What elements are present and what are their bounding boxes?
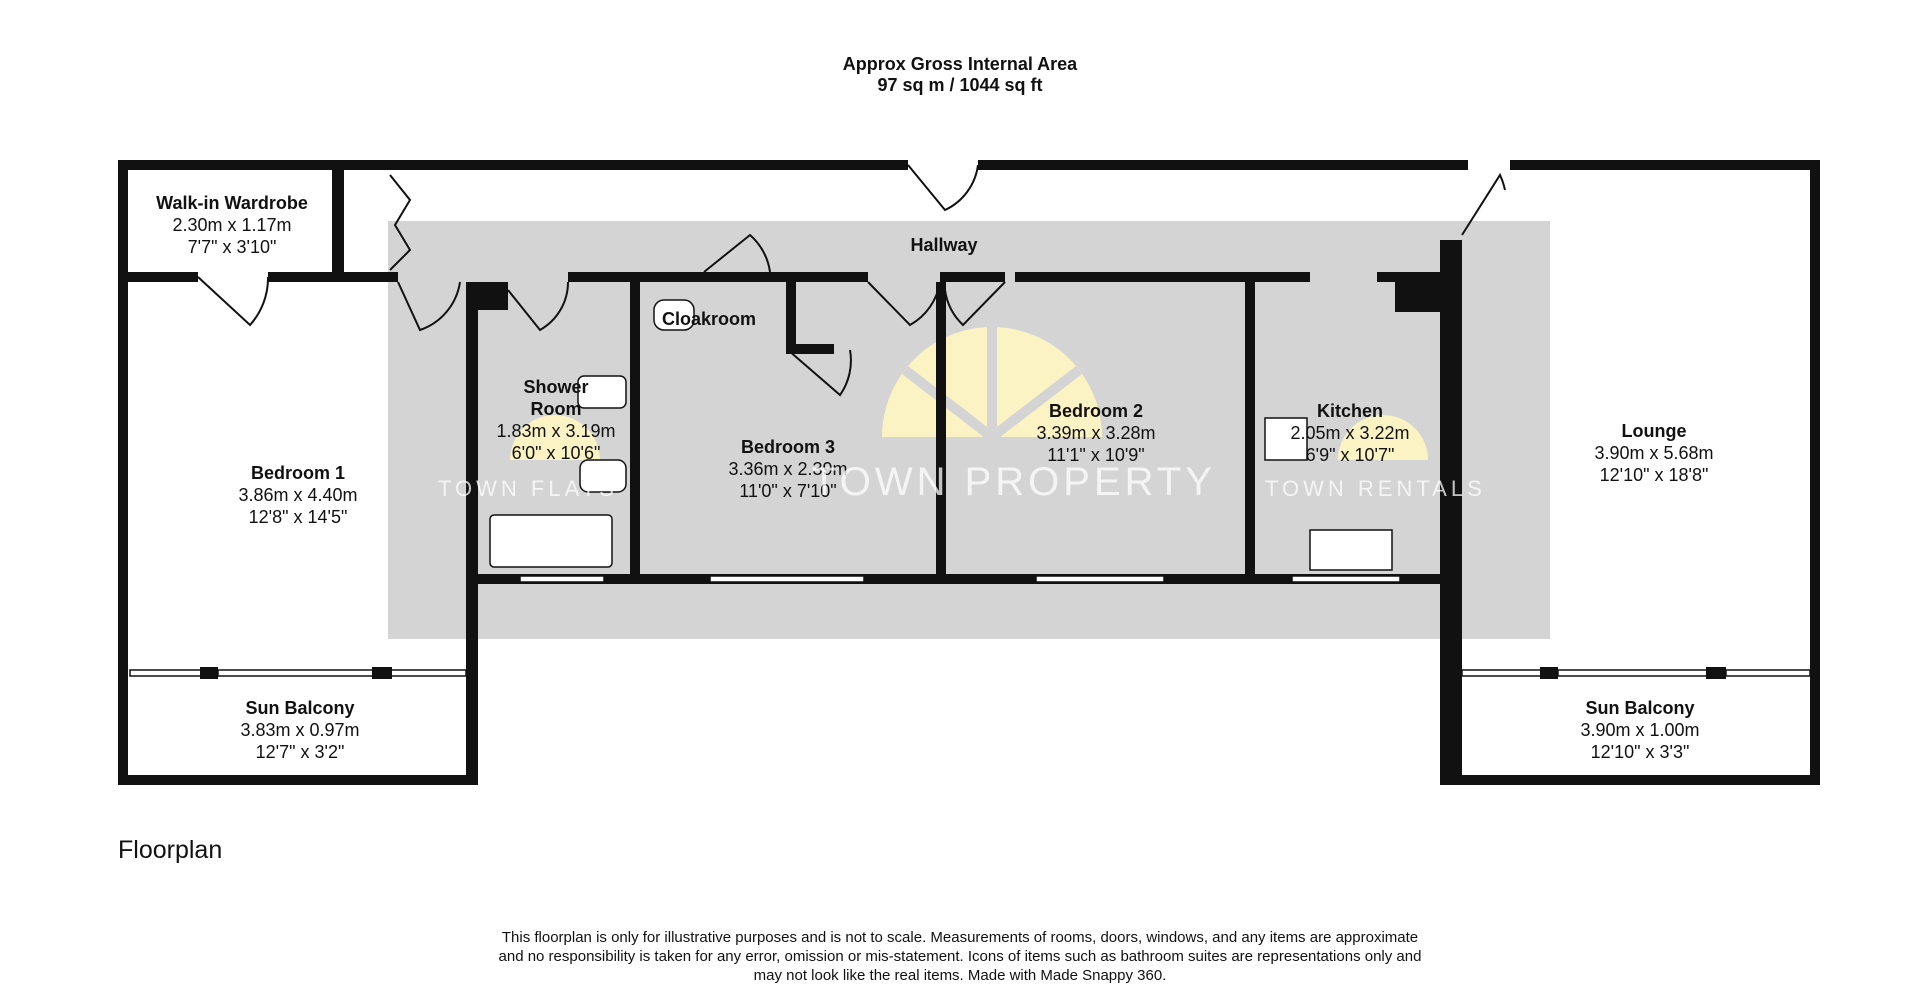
room-metric: 2.05m x 3.22m — [1290, 423, 1410, 443]
room-name: Bedroom 1 — [250, 463, 346, 483]
logo-rays — [901, 327, 1083, 441]
room-name: Cloakroom — [661, 309, 757, 329]
watermark-center: TOWN PROPERTY — [812, 460, 1216, 504]
area-value: 97 sq m / 1044 sq ft — [877, 75, 1043, 95]
disclaimer-line: and no responsibility is taken for any e… — [498, 948, 1422, 965]
room-name: Hallway — [910, 235, 978, 255]
room-sun-balcony-right: Sun Balcony 3.90m x 1.00m 12'10" x 3'3" — [1580, 697, 1699, 763]
disclaimer: This floorplan is only for illustrative … — [0, 928, 1920, 985]
room-metric: 3.90m x 1.00m — [1580, 720, 1700, 740]
room-hallway: Hallway — [910, 234, 977, 256]
room-imperial: 11'0" x 7'10" — [739, 481, 837, 501]
room-bedroom-1: Bedroom 1 3.86m x 4.40m 12'8" x 14'5" — [238, 462, 357, 528]
room-metric: 3.36m x 2.39m — [728, 459, 848, 479]
room-name: Kitchen — [1316, 401, 1383, 421]
room-imperial: 11'1" x 10'9" — [1047, 445, 1145, 465]
room-bedroom-2: Bedroom 2 3.39m x 3.28m 11'1" x 10'9" — [1036, 400, 1155, 466]
room-name: Bedroom 2 — [1048, 401, 1144, 421]
floorplan-caption: Floorplan — [118, 836, 223, 864]
room-shower-room: Shower Room — [496, 376, 616, 420]
room-name: Bedroom 3 — [740, 437, 836, 457]
room-name: Sun Balcony — [245, 698, 355, 718]
room-imperial: 7'7" x 3'10" — [187, 237, 277, 257]
room-cloakroom: Cloakroom — [662, 308, 756, 330]
room-sun-balcony-left: Sun Balcony 3.83m x 0.97m 12'7" x 3'2" — [240, 697, 359, 763]
room-metric: 3.39m x 3.28m — [1036, 423, 1156, 443]
watermark-right: TOWN RENTALS — [1265, 476, 1486, 501]
room-imperial: 12'8" x 14'5" — [248, 507, 348, 527]
room-imperial: 12'7" x 3'2" — [255, 742, 345, 762]
doors — [197, 164, 1506, 397]
room-kitchen: Kitchen 2.05m x 3.22m 6'9" x 10'7" — [1290, 400, 1409, 466]
room-lounge: Lounge 3.90m x 5.68m 12'10" x 18'8" — [1594, 420, 1713, 486]
room-name: Lounge — [1621, 421, 1687, 441]
room-imperial: 6'9" x 10'7" — [1305, 445, 1395, 465]
room-name: Shower Room — [523, 377, 589, 419]
fixtures — [489, 299, 1393, 571]
room-name: Walk-in Wardrobe — [156, 193, 308, 213]
room-name: Sun Balcony — [1585, 698, 1695, 718]
room-metric: 3.90m x 5.68m — [1594, 443, 1714, 463]
room-imperial: 12'10" x 3'3" — [1590, 742, 1690, 762]
room-metric: 3.86m x 4.40m — [238, 485, 358, 505]
walls — [118, 160, 1820, 785]
area-title: Approx Gross Internal Area — [842, 54, 1078, 74]
room-shower-room-dims: 1.83m x 3.19m 6'0" x 10'6" — [496, 420, 615, 464]
watermark-logo-small — [510, 415, 1428, 460]
room-metric: 2.30m x 1.17m — [172, 215, 292, 235]
watermark-left: TOWN FLATS — [438, 476, 618, 501]
window-posts — [200, 667, 1726, 679]
disclaimer-line: may not look like the real items. Made w… — [753, 967, 1167, 984]
room-bedroom-3: Bedroom 3 3.36m x 2.39m 11'0" x 7'10" — [728, 436, 847, 502]
room-imperial: 12'10" x 18'8" — [1599, 465, 1709, 485]
room-imperial: 6'0" x 10'6" — [511, 443, 601, 463]
room-metric: 3.83m x 0.97m — [240, 720, 360, 740]
disclaimer-line: This floorplan is only for illustrative … — [501, 929, 1419, 946]
room-metric: 1.83m x 3.19m — [496, 421, 616, 441]
room-walk-in-wardrobe: Walk-in Wardrobe 2.30m x 1.17m 7'7" x 3'… — [156, 192, 308, 258]
